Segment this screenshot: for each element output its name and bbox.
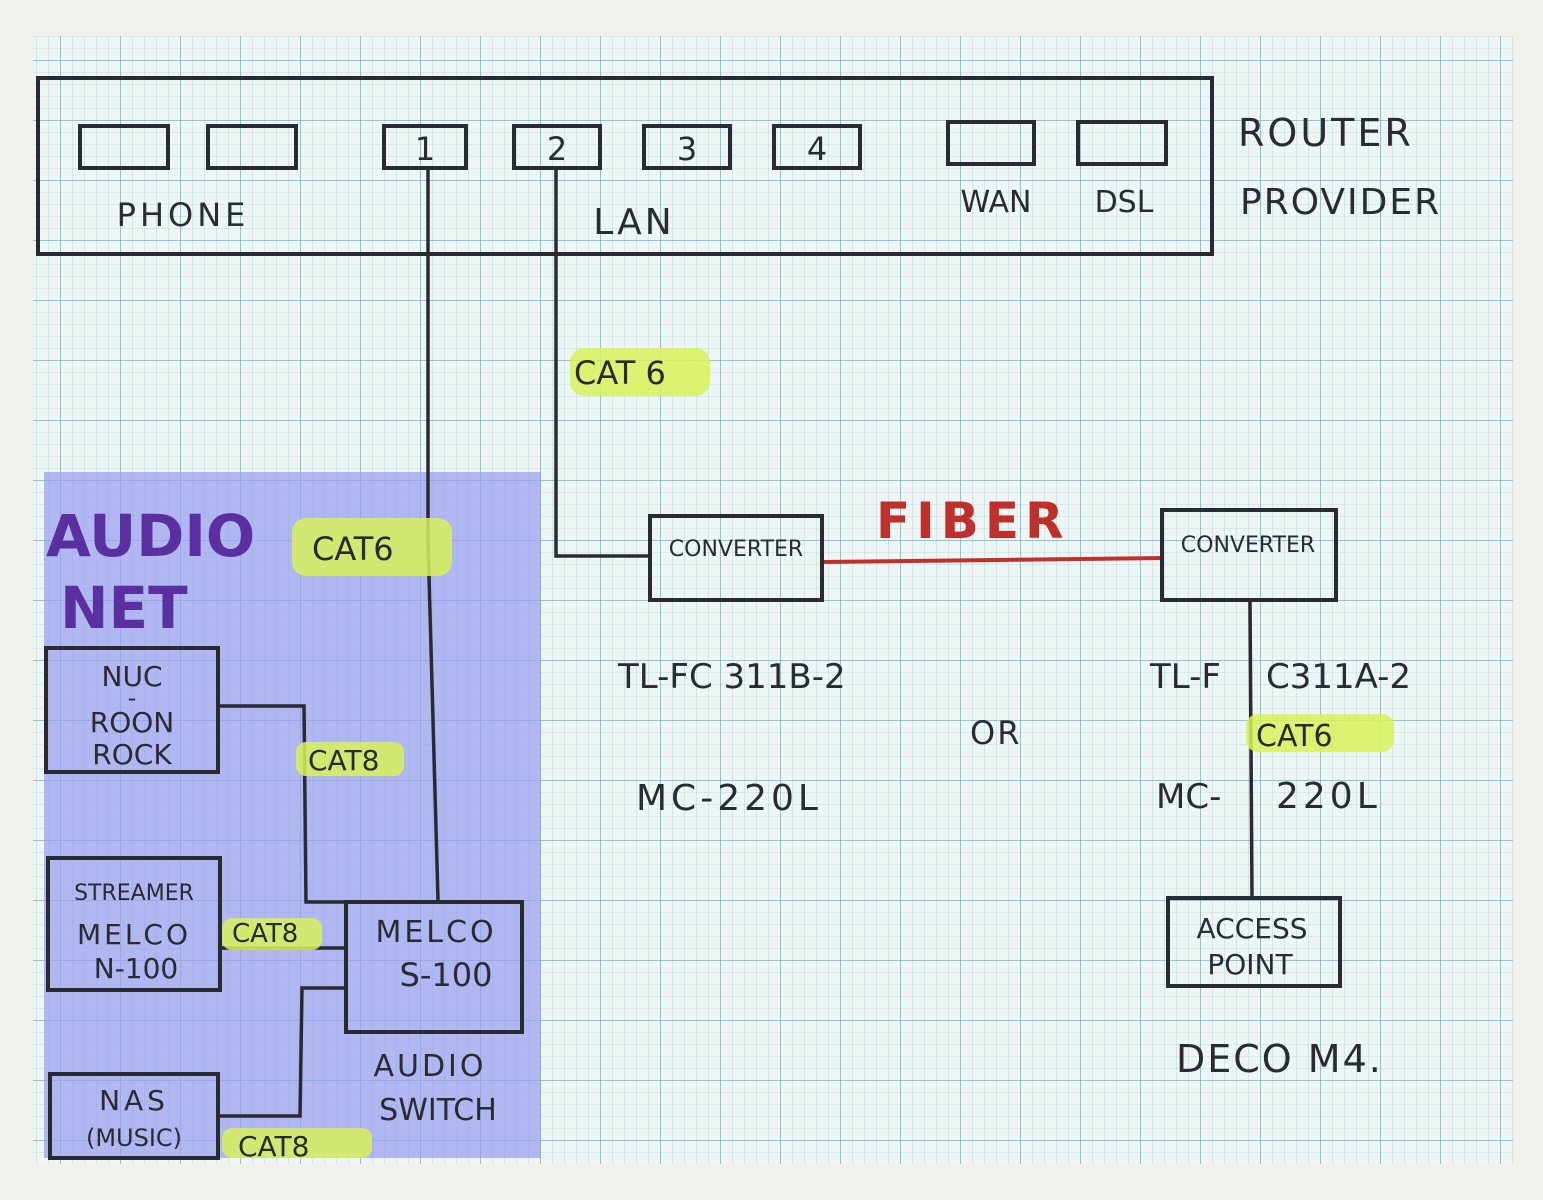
nuc-line-4: ROCK xyxy=(92,738,172,771)
streamer-line-2: MELCO xyxy=(77,918,191,951)
audio-switch-box xyxy=(344,900,524,1034)
cat8-nas-label: CAT8 xyxy=(238,1130,309,1163)
dsl-label: DSL xyxy=(1095,185,1154,220)
audio-net-zone xyxy=(44,472,541,1158)
wire-nas-to-switch xyxy=(218,986,346,1118)
right-model-1b: C311A-2 xyxy=(1266,657,1411,697)
highlight-cat6-main xyxy=(570,348,710,396)
lan-port-1-label: 1 xyxy=(415,130,435,168)
lan-port-3 xyxy=(642,124,732,170)
converter-left-box xyxy=(648,514,824,602)
nas-box xyxy=(48,1072,220,1160)
lan-port-4-label: 4 xyxy=(807,130,827,168)
nas-line-2: (MUSIC) xyxy=(86,1124,182,1152)
switch-line-1: MELCO xyxy=(375,915,496,950)
converter-right-box xyxy=(1160,508,1338,602)
router-title: ROUTER xyxy=(1238,111,1414,155)
nuc-box xyxy=(44,646,220,774)
cat6-ap-label: CAT6 xyxy=(1256,719,1333,754)
router-box xyxy=(36,76,1214,256)
wire-lan2-to-converter xyxy=(554,168,652,558)
lan-port-3-label: 3 xyxy=(677,130,697,168)
streamer-box xyxy=(46,856,222,992)
or-label: OR xyxy=(970,714,1021,752)
access-point-line-1: ACCESS xyxy=(1196,912,1307,945)
phone-port-2 xyxy=(206,124,298,170)
highlight-cat8-streamer xyxy=(222,918,322,950)
router-provider-title: PROVIDER xyxy=(1240,182,1441,223)
nas-line-1: NAS xyxy=(99,1084,169,1117)
converter-left-label: CONVERTER xyxy=(669,537,803,562)
left-model-2: MC-220L xyxy=(636,778,822,819)
switch-caption-1: AUDIO xyxy=(373,1049,486,1084)
wan-port xyxy=(946,120,1036,166)
audio-net-title-2: NET xyxy=(60,574,188,642)
wire-nuc-to-switch xyxy=(218,704,346,904)
highlight-cat6-ap xyxy=(1246,714,1394,752)
streamer-line-1: STREAMER xyxy=(74,881,194,906)
cat8-nuc-label: CAT8 xyxy=(308,744,379,777)
phone-label: PHONE xyxy=(117,196,250,234)
phone-port-1 xyxy=(78,124,170,170)
switch-caption-2: SWITCH xyxy=(379,1093,497,1128)
nuc-line-1: NUC xyxy=(102,660,163,693)
highlight-cat8-nas xyxy=(222,1128,372,1158)
converter-right-label: CONVERTER xyxy=(1181,533,1315,558)
cat6-audio-label: CAT6 xyxy=(312,530,394,568)
lan-port-2-label: 2 xyxy=(547,130,567,168)
dsl-port xyxy=(1076,120,1168,166)
highlight-cat8-nuc xyxy=(296,742,404,776)
right-model-2a: MC- xyxy=(1156,777,1221,817)
nuc-line-3: ROON xyxy=(90,706,174,739)
switch-line-2: S-100 xyxy=(400,956,493,994)
right-model-1a: TL-F xyxy=(1149,657,1221,697)
cat8-streamer-label: CAT8 xyxy=(232,919,298,949)
lan-port-4 xyxy=(772,124,862,170)
lan-port-1 xyxy=(382,124,468,170)
lan-label: LAN xyxy=(593,202,674,243)
right-model-2b: 220L xyxy=(1276,776,1381,817)
fiber-label: FIBER xyxy=(876,492,1070,550)
access-point-box xyxy=(1166,896,1342,988)
wan-label: WAN xyxy=(961,185,1032,220)
streamer-line-3: N-100 xyxy=(94,952,179,985)
audio-net-title-1: AUDIO xyxy=(46,502,255,570)
fiber-line xyxy=(821,556,1163,564)
left-model-1: TL-FC 311B-2 xyxy=(617,657,846,697)
cat6-main-label: CAT 6 xyxy=(574,354,666,392)
access-point-model: DECO M4. xyxy=(1176,1037,1383,1081)
access-point-line-2: POINT xyxy=(1207,948,1293,981)
highlight-cat6-audio xyxy=(292,518,452,576)
nuc-line-2: - xyxy=(128,684,137,712)
